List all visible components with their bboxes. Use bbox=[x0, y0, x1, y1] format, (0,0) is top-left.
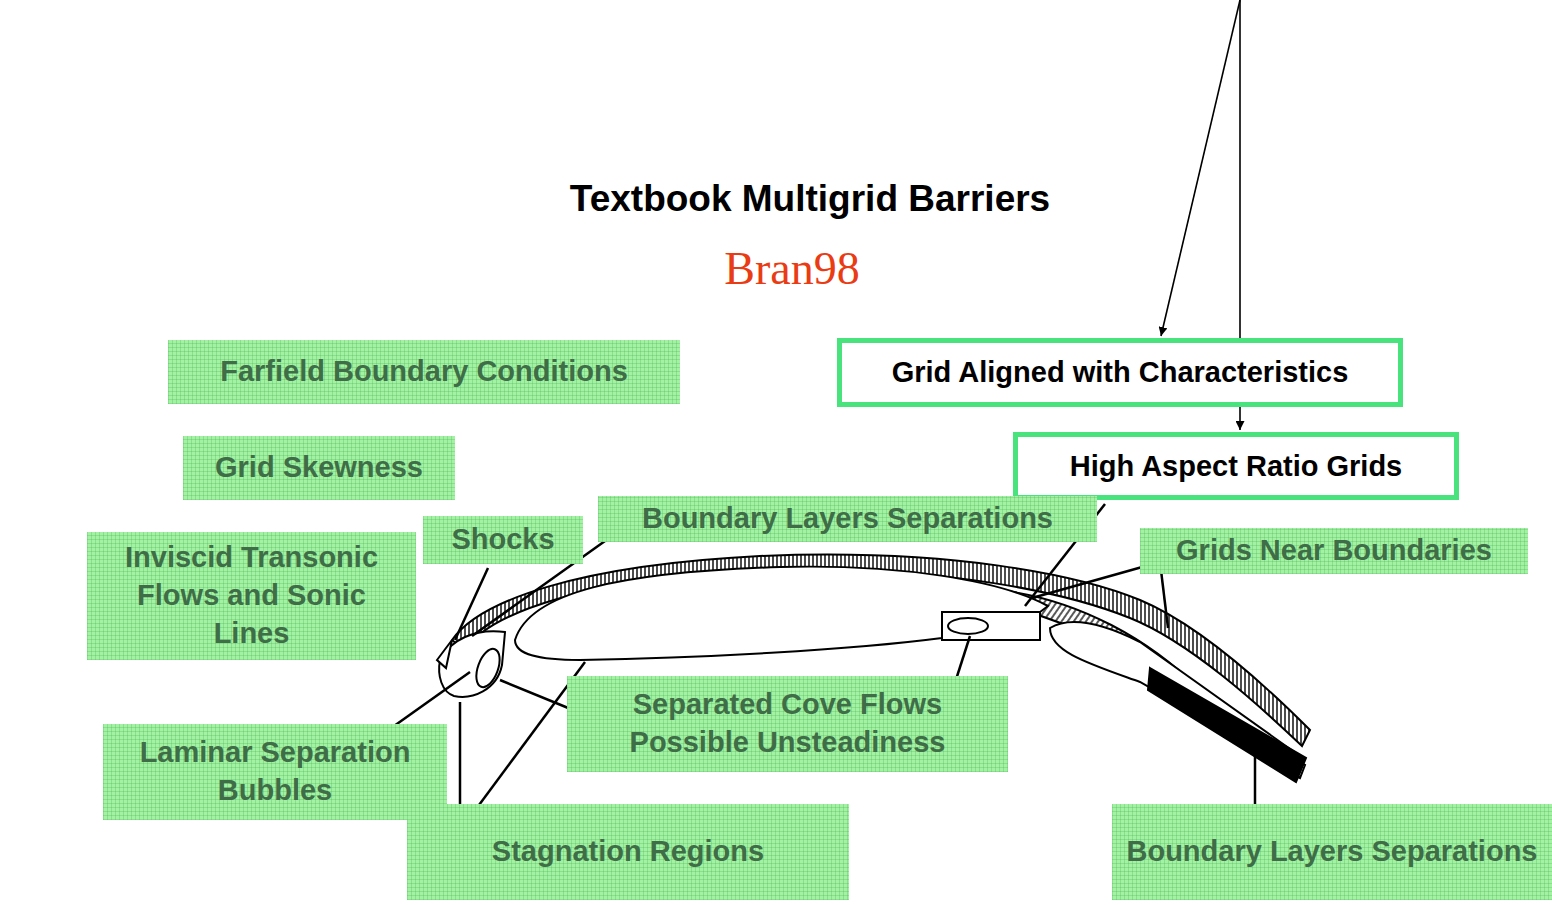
label-box: Grid Skewness bbox=[183, 436, 455, 500]
label-box: Separated Cove Flows Possible Unsteadine… bbox=[567, 676, 1008, 772]
box-label: Stagnation Regions bbox=[492, 833, 764, 871]
box-label: High Aspect Ratio Grids bbox=[1070, 450, 1402, 483]
label-box: Shocks bbox=[423, 516, 583, 564]
leader-line bbox=[1254, 752, 1257, 808]
reference-label: Bran98 bbox=[724, 242, 859, 295]
highlight-box: High Aspect Ratio Grids bbox=[1013, 432, 1459, 500]
box-label: Grid Aligned with Characteristics bbox=[892, 356, 1349, 389]
highlight-box: Grid Aligned with Characteristics bbox=[837, 338, 1403, 407]
box-label: Laminar Separation Bubbles bbox=[113, 734, 437, 809]
box-label: Separated Cove Flows Possible Unsteadine… bbox=[577, 686, 998, 761]
box-label: Boundary Layers Separations bbox=[642, 500, 1053, 538]
label-box: Boundary Layers Separations bbox=[598, 496, 1097, 542]
box-label: Shocks bbox=[451, 521, 554, 559]
box-label: Grid Skewness bbox=[215, 449, 423, 487]
box-label: Inviscid Transonic Flows and Sonic Lines bbox=[97, 539, 406, 652]
box-label: Farfield Boundary Conditions bbox=[220, 353, 628, 391]
cove-bubble bbox=[948, 618, 988, 634]
flap-separation bbox=[1148, 668, 1306, 782]
label-box: Inviscid Transonic Flows and Sonic Lines bbox=[87, 532, 416, 660]
leader-lines bbox=[334, 504, 1255, 828]
shock bbox=[437, 640, 452, 668]
separation-bubble bbox=[472, 646, 504, 690]
label-box: Laminar Separation Bubbles bbox=[103, 724, 447, 820]
diagram-title: Textbook Multigrid Barriers bbox=[570, 178, 1050, 220]
leader-line bbox=[455, 568, 488, 640]
label-box: Stagnation Regions bbox=[407, 804, 849, 900]
cove bbox=[942, 612, 1040, 640]
box-label: Grids Near Boundaries bbox=[1176, 532, 1492, 570]
label-box: Farfield Boundary Conditions bbox=[168, 340, 680, 404]
label-box: Grids Near Boundaries bbox=[1140, 528, 1528, 574]
label-box: Boundary Layers Separations bbox=[1112, 804, 1552, 900]
airfoil bbox=[437, 555, 1310, 782]
box-label: Boundary Layers Separations bbox=[1127, 833, 1538, 871]
pointer-arrow bbox=[1161, 0, 1240, 336]
